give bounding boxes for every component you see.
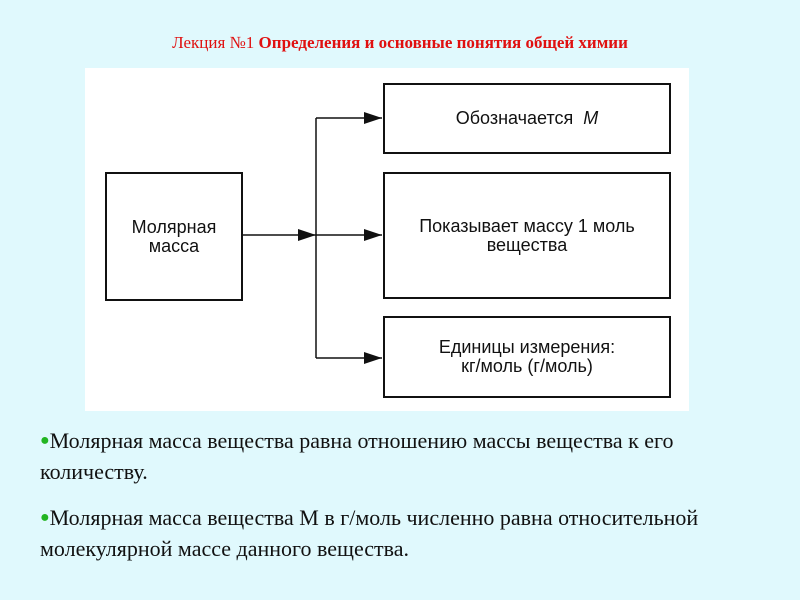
- bullet-text: Молярная масса вещества M в г/моль числе…: [40, 505, 699, 561]
- units-line2: кг/моль (г/моль): [461, 356, 593, 376]
- bullet-dot-icon: ●: [40, 509, 50, 526]
- units-line1: Единицы измерения:: [438, 337, 616, 357]
- bullet-dot-icon: ●: [40, 432, 50, 449]
- slide-title: Лекция №1 Определения и основные понятия…: [0, 33, 800, 53]
- meaning-line1: Показывает массу 1 моль: [419, 215, 635, 236]
- units-box: Единицы измерения:кг/моль (г/моль): [383, 316, 671, 398]
- bullet-item: ●Молярная масса вещества равна отношению…: [40, 425, 780, 487]
- source-line1: Молярная: [131, 216, 217, 237]
- bullet-item: ●Молярная масса вещества M в г/моль числ…: [40, 502, 780, 564]
- title-prefix: Лекция №1: [172, 33, 255, 52]
- title-main: Определения и основные понятия общей хим…: [258, 33, 628, 52]
- notation-box: Обозначается M: [383, 83, 671, 154]
- bullet-text: Молярная масса вещества равна отношению …: [40, 428, 674, 484]
- connector-arrows: [242, 112, 382, 364]
- bullet-list: ●Молярная масса вещества равна отношению…: [40, 425, 780, 579]
- notation-symbol: M: [583, 108, 599, 128]
- source-line2: масса: [148, 235, 200, 256]
- notation-text: Обозначается: [455, 108, 574, 128]
- meaning-line2: вещества: [486, 234, 568, 255]
